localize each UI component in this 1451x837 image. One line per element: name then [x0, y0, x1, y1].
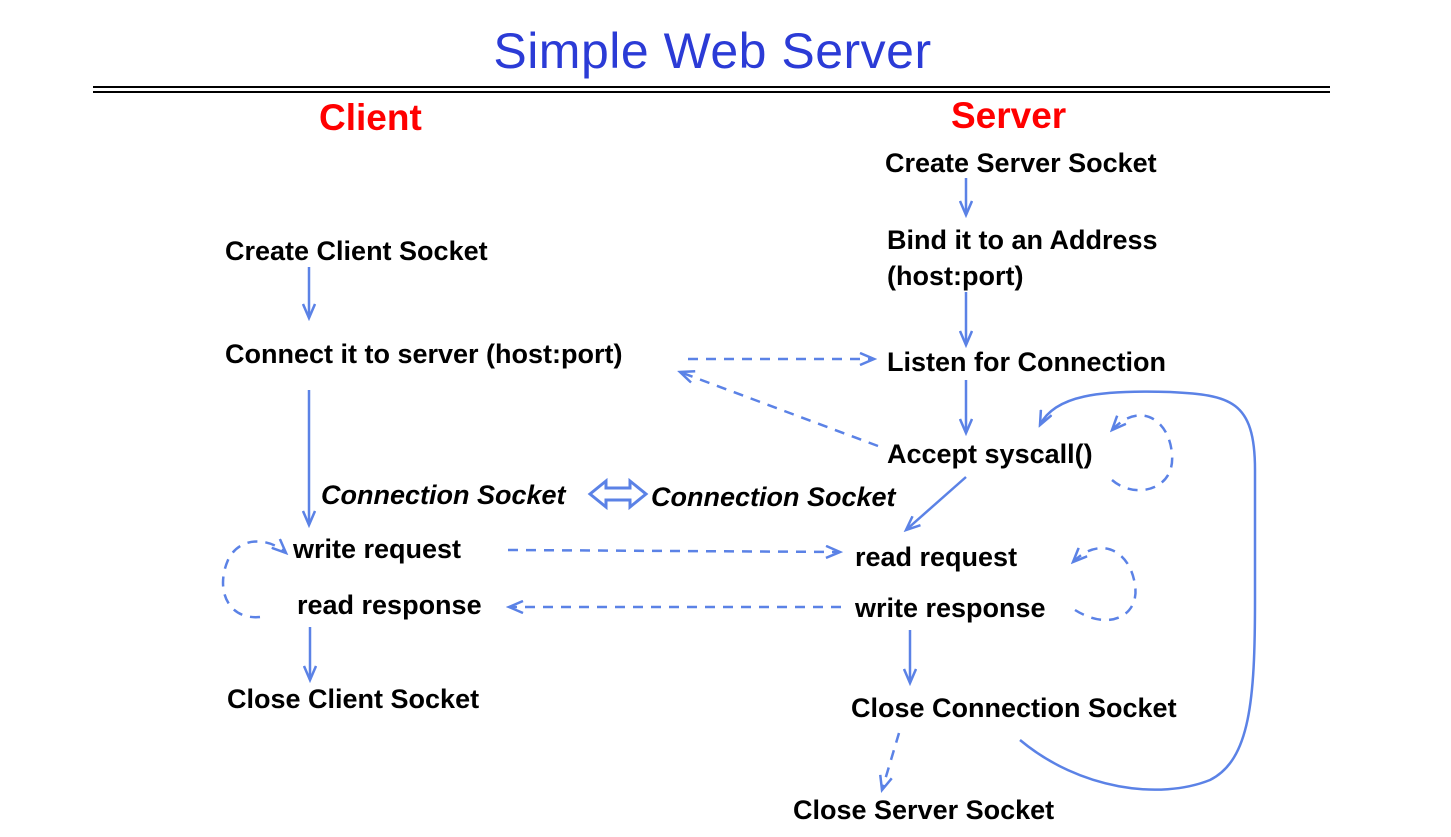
arrow-accept-self-loop — [1112, 414, 1174, 492]
client-read-response: read response — [297, 590, 482, 620]
server-listen: Listen for Connection — [887, 347, 1166, 377]
diagram-title: Simple Web Server — [493, 23, 932, 79]
server-bind-line2: (host:port) — [887, 261, 1024, 291]
server-write-response: write response — [855, 593, 1046, 623]
server-create-socket: Create Server Socket — [885, 148, 1157, 178]
client-connect: Connect it to server (host:port) — [225, 339, 623, 369]
client-create-socket: Create Client Socket — [225, 236, 488, 266]
arrow-server-loop-back-to-accept — [1019, 390, 1257, 791]
client-write-request: write request — [293, 534, 462, 564]
client-close-socket: Close Client Socket — [227, 684, 480, 714]
client-connection-socket: Connection Socket — [321, 480, 566, 510]
server-close-server-socket: Close Server Socket — [793, 795, 1055, 825]
arrow-client-self-loop — [221, 541, 286, 619]
server-bind-line1: Bind it to an Address — [887, 225, 1158, 255]
arrow-server-self-loop — [1073, 546, 1137, 622]
title-rule-bottom — [93, 91, 1330, 93]
arrow-write-request-to-read-request — [507, 550, 840, 552]
server-connection-socket: Connection Socket — [651, 482, 896, 512]
server-accept: Accept syscall() — [887, 439, 1093, 469]
arrow-server-accept-to-read — [906, 476, 967, 530]
title-rule-top — [93, 86, 1330, 88]
server-column-heading: Server — [951, 95, 1067, 136]
arrow-close-connection-to-close-server — [882, 732, 901, 790]
server-close-connection-socket: Close Connection Socket — [851, 693, 1177, 723]
double-arrow-connection-sockets — [587, 477, 649, 511]
server-read-request: read request — [855, 542, 1018, 572]
arrow-accept-to-connect — [680, 372, 879, 448]
client-column-heading: Client — [319, 97, 422, 138]
